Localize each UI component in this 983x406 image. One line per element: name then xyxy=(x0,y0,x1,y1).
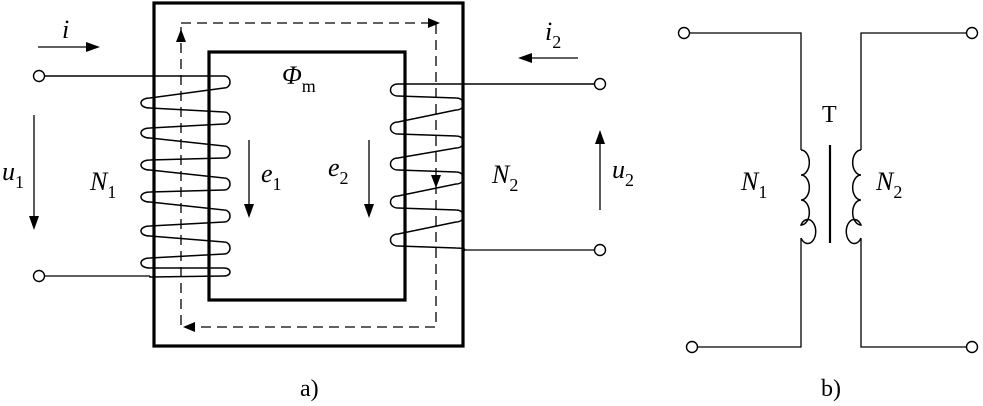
terminal-primary-top xyxy=(32,69,46,83)
turns-label-b-n1: N1 xyxy=(740,167,767,202)
primary-bottom-wire xyxy=(697,238,802,348)
terminal-b-secondary-bottom xyxy=(965,340,979,354)
current-arrow-i-head xyxy=(86,42,100,52)
emf-arrow-e1-head xyxy=(244,204,254,218)
voltage-arrow-u1-head xyxy=(29,216,39,230)
secondary-coil-symbol xyxy=(845,149,863,245)
secondary-winding xyxy=(389,83,600,252)
flux-arrow-left xyxy=(176,29,186,42)
voltage-label-u2: u2 xyxy=(612,155,634,190)
current-arrow-i2-head xyxy=(518,53,532,63)
voltage-arrow-u2-head xyxy=(595,130,605,144)
terminal-secondary-top xyxy=(593,77,607,91)
diagram-a: i i2 u1 u2 N1 N2 e1 e2 Φm a) xyxy=(2,1,634,402)
core-outer xyxy=(152,1,465,348)
flux-label: Φm xyxy=(282,61,316,96)
flux-arrow-top xyxy=(428,18,440,28)
caption-a: a) xyxy=(300,376,319,402)
flux-path xyxy=(180,22,437,328)
emf-arrow-e2-head xyxy=(364,204,374,218)
emf-label-e1: e1 xyxy=(261,159,282,194)
terminal-primary-bottom xyxy=(32,269,46,283)
diagram-b: T N1 N2 b) xyxy=(677,26,979,402)
turns-label-n2: N2 xyxy=(491,160,518,195)
terminal-b-primary-bottom xyxy=(685,340,699,354)
turns-label-n1: N1 xyxy=(89,167,116,202)
terminal-b-primary-top xyxy=(677,26,691,40)
terminal-secondary-bottom xyxy=(593,243,607,257)
primary-winding xyxy=(40,75,231,278)
secondary-bottom-wire xyxy=(860,238,967,348)
current-label-i: i xyxy=(62,15,69,44)
flux-arrow-right xyxy=(431,175,441,188)
current-label-i2: i2 xyxy=(545,17,561,52)
primary-top-wire xyxy=(689,32,802,150)
turns-label-b-n2: N2 xyxy=(875,167,902,202)
transformer-label: T xyxy=(822,102,837,128)
terminal-b-secondary-top xyxy=(965,26,979,40)
voltage-label-u1: u1 xyxy=(2,157,24,192)
emf-label-e2: e2 xyxy=(328,153,349,188)
secondary-top-wire xyxy=(860,32,967,150)
primary-coil-symbol xyxy=(799,149,817,245)
flux-arrow-bottom xyxy=(183,322,195,332)
caption-b: b) xyxy=(821,376,841,402)
